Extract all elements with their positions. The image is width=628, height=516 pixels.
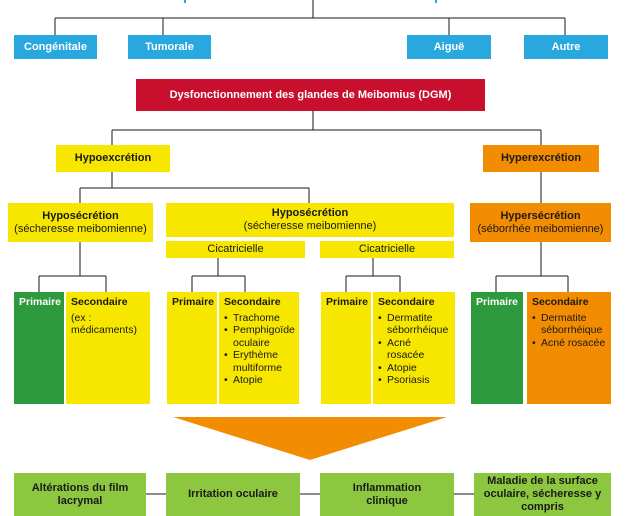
hypersecretion-title: Hypersécrétion — [500, 209, 581, 222]
group3-primaire-label: Primaire — [326, 296, 369, 308]
hypersecretion-box: Hypersécrétion (séborrhée meibomienne) — [470, 203, 611, 242]
group2-secondaire-label: Secondaire — [224, 296, 281, 308]
list-item: Acné rosacée — [378, 337, 450, 362]
group1-secondaire-text: (ex : médicaments) — [71, 311, 137, 337]
list-item: Trachome — [224, 312, 294, 325]
group1-primaire: Primaire — [14, 292, 64, 404]
group2-primaire: Primaire — [167, 292, 217, 404]
group4-primaire-label: Primaire — [476, 296, 519, 308]
group3-secondaire-label: Secondaire — [378, 296, 435, 308]
outcome-inflammation: Inflammation clinique — [320, 473, 454, 516]
group4-secondaire: Secondaire Dermatite séborrhéique Acné r… — [527, 292, 611, 404]
cicatricielle-left-box: Cicatricielle — [166, 241, 305, 258]
group3-list: Dermatite séborrhéique Acné rosacée Atop… — [378, 312, 450, 387]
hypersecretion-subtitle: (séborrhée meibomienne) — [477, 222, 604, 235]
list-item: Erythème multiforme — [224, 349, 294, 374]
list-item: Psoriasis — [378, 374, 450, 387]
group1-secondaire-label: Secondaire — [71, 296, 128, 308]
hypoexcretion-box: Hypoexcrétion — [56, 145, 170, 172]
hyposecretion-center-subtitle: (sécheresse meibomienne) — [243, 220, 377, 232]
outcome-alterations: Altérations du film lacrymal — [14, 473, 146, 516]
hyposecretion-center-box: Hyposécrétion (sécheresse meibomienne) — [166, 203, 454, 237]
hyposecretion-center-title: Hyposécrétion — [271, 207, 349, 219]
group4-primaire: Primaire — [471, 292, 523, 404]
list-item: Atopie — [224, 374, 294, 387]
cicatricielle-right-box: Cicatricielle — [320, 241, 454, 258]
hyposecretion-left-box: Hyposécrétion (sécheresse meibomienne) — [8, 203, 153, 242]
group1-secondaire: Secondaire (ex : médicaments) — [66, 292, 150, 404]
group4-list: Dermatite séborrhéique Acné rosacée — [532, 312, 606, 350]
group3-secondaire: Secondaire Dermatite séborrhéique Acné r… — [373, 292, 455, 404]
outcome-maladie: Maladie de la surface oculaire, sécheres… — [474, 473, 611, 516]
list-item: Acné rosacée — [532, 337, 606, 350]
list-item: Dermatite séborrhéique — [532, 312, 606, 337]
outcome-irritation: Irritation oculaire — [166, 473, 300, 516]
hyposecretion-left-title: Hyposécrétion — [42, 209, 119, 222]
cause-congenitale: Congénitale — [14, 35, 97, 59]
hyposecretion-left-subtitle: (sécheresse meibomienne) — [14, 222, 147, 235]
hyperexcretion-box: Hyperexcrétion — [483, 145, 599, 172]
list-item: Atopie — [378, 362, 450, 375]
down-arrow-shape — [173, 417, 447, 460]
group2-list: Trachome Pemphigoïde oculaire Erythème m… — [224, 312, 295, 387]
group1-primaire-label: Primaire — [19, 296, 62, 308]
dgm-box: Dysfonctionnement des glandes de Meibomi… — [136, 79, 485, 111]
group4-secondaire-label: Secondaire — [532, 296, 589, 308]
cause-autre: Autre — [524, 35, 608, 59]
group3-primaire: Primaire — [321, 292, 371, 404]
list-item: Dermatite séborrhéique — [378, 312, 450, 337]
cause-aigue: Aiguë — [407, 35, 491, 59]
group2-secondaire: Secondaire Trachome Pemphigoïde oculaire… — [219, 292, 299, 404]
list-item: Pemphigoïde oculaire — [224, 324, 295, 349]
group2-primaire-label: Primaire — [172, 296, 215, 308]
cause-tumorale: Tumorale — [128, 35, 211, 59]
